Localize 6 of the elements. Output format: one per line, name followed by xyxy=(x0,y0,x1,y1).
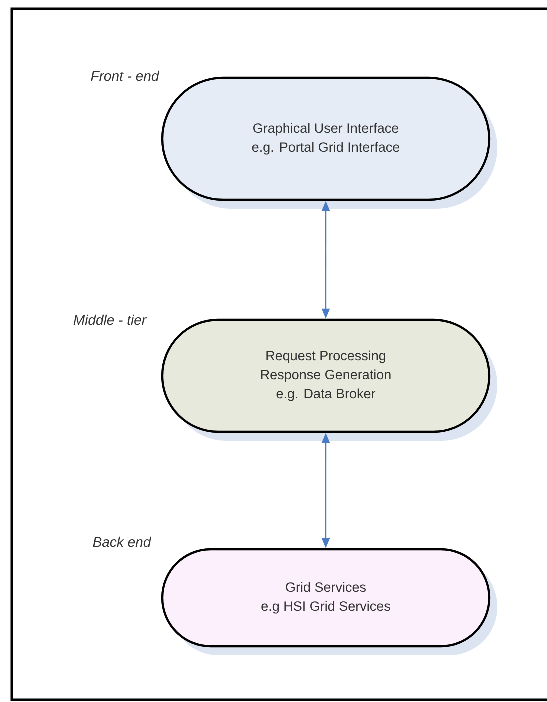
tier-label: Back end xyxy=(93,536,152,548)
pill-box: Grid Services e.g HSI Grid Services xyxy=(161,548,498,656)
pill-box: Request Processing Response Generation e.g. Data Broker xyxy=(161,318,498,441)
tier-label: Front - end xyxy=(91,70,160,82)
tier-label: Middle - tier xyxy=(74,314,147,326)
pill-box: Graphical User Interface e.g. Portal Grid Interface xyxy=(161,76,498,209)
